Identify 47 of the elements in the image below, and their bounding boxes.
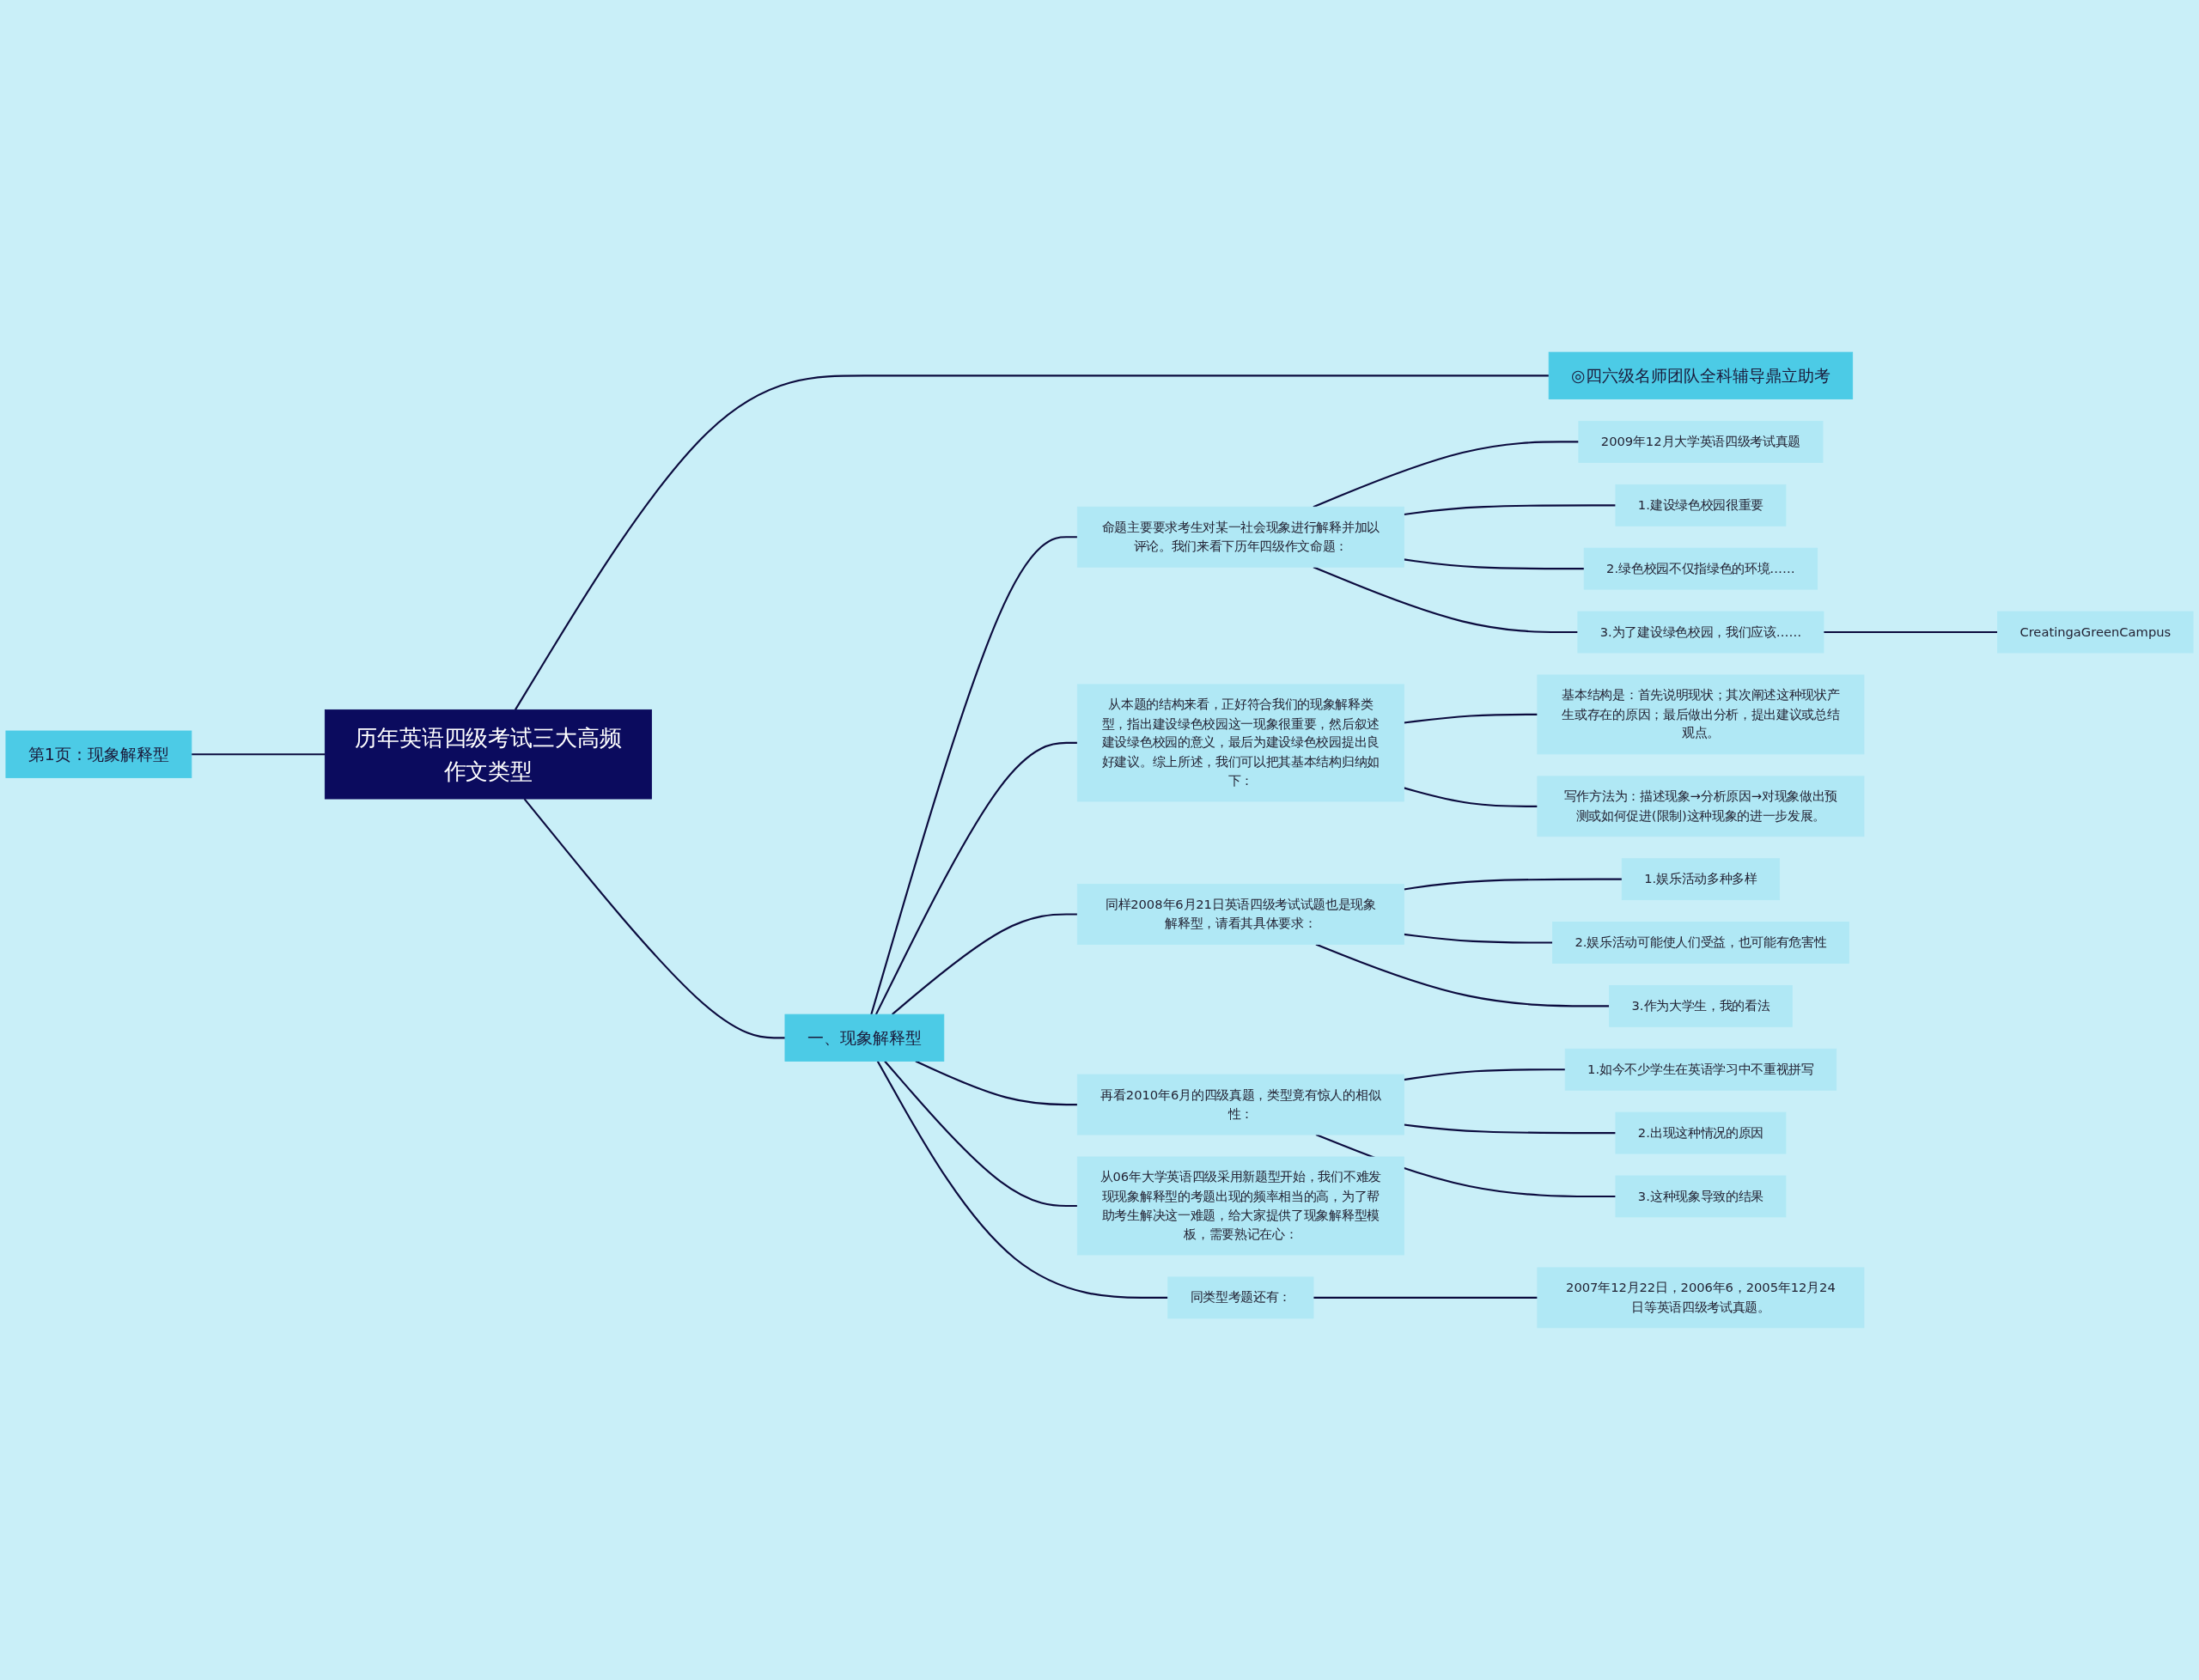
connector [1313, 1296, 1538, 1299]
connector [1315, 1134, 1616, 1198]
node-box: 2.娱乐活动可能使人们受益，也可能有危害性 [1552, 922, 1849, 964]
connector [1404, 558, 1585, 570]
node-box: 第1页：现象解释型 [5, 730, 192, 778]
connector [876, 1061, 1168, 1299]
node-box: 同类型考题还有： [1167, 1276, 1314, 1319]
node-box: ◎四六级名师团队全科辅导鼎立助考 [1548, 351, 1854, 399]
node-box: 1.建设绿色校园很重要 [1615, 484, 1787, 527]
connector [1404, 713, 1538, 724]
connector [1404, 1068, 1566, 1081]
connector [1404, 878, 1623, 891]
node-box: 3.这种现象导致的结果 [1615, 1175, 1787, 1218]
connector [1404, 933, 1553, 944]
connector [1313, 566, 1578, 634]
connector [1404, 504, 1616, 516]
node-box: 再看2010年6月的四级真题，类型竟有惊人的相似性： [1076, 1074, 1404, 1135]
node-box: 2.绿色校园不仅指绿色的环境…… [1583, 547, 1818, 590]
connector [514, 374, 1550, 710]
connector [523, 798, 785, 1039]
node-box: 3.作为大学生，我的看法 [1609, 985, 1793, 1027]
connector [884, 1060, 1078, 1208]
node-box: 一、现象解释型 [784, 1013, 945, 1062]
connector [891, 913, 1078, 1015]
node-box: 2009年12月大学英语四级考试真题 [1578, 421, 1824, 463]
connector [874, 741, 1078, 1015]
node-box: 同样2008年6月21日英语四级考试试题也是现象解释型，请看其具体要求： [1076, 884, 1404, 945]
connector [191, 753, 326, 756]
connector [1315, 943, 1610, 1007]
connector [1404, 787, 1538, 807]
node-box: 1.娱乐活动多种多样 [1621, 858, 1781, 901]
connector [1313, 441, 1579, 508]
node-box: 历年英语四级考试三大高频作文类型 [324, 709, 652, 800]
node-box: 基本结构是：首先说明现状；其次阐述这种现状产生或存在的原因；最后做出分析，提出建议或总结观点。 [1537, 674, 1865, 755]
node-box: 写作方法为：描述现象→分析原因→对现象做出预测或如何促进(限制)这种现象的进一步发展。 [1537, 776, 1865, 837]
connector [915, 1060, 1078, 1106]
node-box: 1.如今不少学生在英语学习中不重视拼写 [1564, 1048, 1837, 1091]
node-box: 2007年12月22日，2006年6，2005年12月24日等英语四级考试真题。 [1537, 1267, 1865, 1329]
node-box: 2.出现这种情况的原因 [1615, 1111, 1787, 1154]
node-box: 从06年大学英语四级采用新题型开始，我们不难发现现象解释型的考题出现的频率相当的高，为了帮助考生解决这一难题，给大家提供了现象解释型模板，需要熟记在心： [1076, 1156, 1404, 1256]
connector [1824, 630, 1998, 634]
node-box: 命题主要要求考生对某一社会现象进行解释并加以评论。我们来看下历年四级作文命题： [1076, 506, 1404, 568]
connector [870, 536, 1078, 1015]
node-box: CreatingaGreenCampus [1997, 611, 2194, 654]
node-box: 3.为了建设绿色校园，我们应该…… [1577, 611, 1824, 654]
node-box: 从本题的结构来看，正好符合我们的现象解释类型，指出建设绿色校园这一现象很重要，然后叙述建设绿色校园的意义，最后为建设绿色校园提出良好建议。综上所述，我们可以把其基本结构归纳如下： [1076, 684, 1404, 802]
connector [1404, 1123, 1616, 1135]
